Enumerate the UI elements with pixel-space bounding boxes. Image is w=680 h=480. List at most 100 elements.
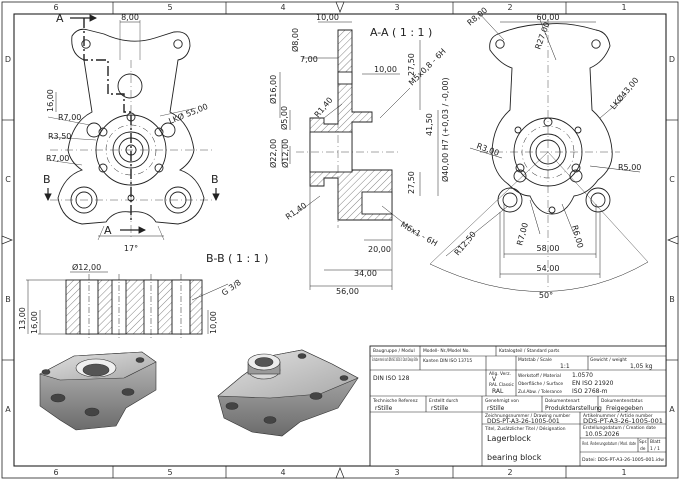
tb-article-value: DDS-PT-A3-26-1005-001	[583, 418, 663, 425]
tb-lang-value: de	[640, 446, 646, 452]
zone-row-B-left: B	[5, 295, 11, 304]
tb-scale-label: Matstab / Scale	[518, 357, 552, 363]
dim-aa-d22: Ø22,00	[268, 139, 278, 168]
dim-aa-bore: Ø40,00 H7 (+0,03 / -0,00)	[440, 77, 450, 182]
dim-aa-d16: Ø16,00	[268, 75, 278, 104]
zone-col-5-top: 5	[167, 3, 172, 12]
dim-rv-lk43: LKØ43,00	[608, 75, 641, 111]
tb-din-text: DIN ISO 128	[373, 375, 410, 382]
tb-title-en: bearing block	[487, 453, 542, 462]
tb-ral-label: RAL Classic	[489, 382, 514, 388]
zone-row-C-right: C	[669, 175, 675, 184]
dim-aa-ten: 10,00	[374, 65, 397, 74]
zone-col-2-bottom: 2	[507, 468, 512, 477]
tb-tol-value: ISO 2768-m	[572, 388, 608, 395]
dim-aa-thirtyfour: 34,00	[354, 269, 377, 278]
tb-date-label: Erstellungsdatum / Creation date	[583, 425, 656, 431]
dim-bb-d12: Ø12,00	[72, 262, 101, 272]
dim-rv-w54: 54,00	[537, 264, 560, 273]
tb-approved-label: Genehmigt von	[485, 398, 519, 404]
dim-rv-width60: 60,00	[537, 13, 560, 22]
dim-bb-h10: 10,00	[209, 311, 218, 334]
right-view-outline	[489, 23, 613, 215]
tb-weight-label: Gewicht / weight	[590, 357, 627, 363]
dim-rv-r6: R6,00	[570, 224, 585, 249]
tb-werkstoff-label: Werkstoff / Material	[518, 373, 561, 379]
dim-aa-d8: Ø8,00	[290, 28, 300, 52]
iso-view-2	[217, 349, 359, 437]
dim-rv-r3: R3,00	[475, 141, 500, 157]
dim-rv-r8: R8,00	[466, 6, 490, 28]
tb-protect-text: Schutzvermerk nach DIN ISO 16016 © Dachl…	[372, 356, 418, 363]
zone-col-6-top: 6	[53, 3, 58, 12]
title-block-text: Baugruppe / Modul Modell- Nr./Model No. …	[372, 348, 664, 463]
center-mark-left	[1, 235, 13, 245]
dim-aa-twenty: 20,00	[368, 245, 391, 254]
tb-created-value: rStille	[431, 405, 449, 412]
zone-col-1-top: 1	[621, 3, 626, 12]
tb-group-label: Baugruppe / Modul	[373, 348, 415, 354]
right-view	[429, 11, 649, 292]
zone-col-2-top: 2	[507, 3, 512, 12]
tb-doctype-value: Produktdarstellung	[545, 405, 602, 412]
dim-angle: 17°	[124, 244, 138, 253]
tb-surface-label: Oberfläche / Surface	[518, 381, 563, 387]
section-aa-view	[279, 21, 439, 290]
dim-aa-r1-40-bottom: R1,40	[284, 201, 308, 222]
tb-tech-value: rStille	[375, 405, 393, 412]
tb-docstatus-label: Dokumentenstatus	[601, 398, 643, 404]
dim-aa-seven: 7,00	[300, 55, 318, 64]
tb-title-de: Lagerblock	[487, 434, 531, 443]
tb-edge-label: Kanten DIN ISO 13715	[423, 358, 472, 364]
tb-lang-label: Spr.	[639, 439, 647, 445]
tb-weight-value: 1,05 kg	[630, 363, 653, 370]
tb-change-label: Änd. Änderungsdatum / Mod. date	[582, 440, 636, 447]
dim-rv-w58: 58,00	[537, 244, 560, 253]
tb-surface-value: EN ISO 21920	[572, 380, 614, 387]
zone-row-C-left: C	[5, 175, 11, 184]
tb-ral-value: RAL	[492, 388, 504, 395]
tb-created-label: Erstellt durch	[429, 398, 459, 404]
tb-article-label: Artikelnummer / Article number	[583, 413, 653, 419]
section-mark-b-right: B	[211, 173, 219, 186]
section-bb-view	[26, 271, 229, 340]
dim-aa-top: 10,00	[316, 13, 339, 22]
zone-col-3-bottom: 3	[394, 468, 399, 477]
section-aa-title: A-A ( 1 : 1 )	[370, 26, 432, 39]
dim-rv-r5: R5,00	[618, 163, 641, 172]
dim-aa-27-50-bottom: 27,50	[407, 171, 416, 194]
section-mark-b-left: B	[43, 173, 51, 186]
dim-aa-d5: Ø5,00	[279, 106, 289, 130]
dim-aa-m6: M6x1 - 6H	[399, 220, 439, 248]
tb-tol-label: Zul.Abw. / Tolerance	[518, 389, 562, 395]
dim-rv-r12-50: R12,50	[453, 230, 478, 258]
zone-col-1-bottom: 1	[621, 468, 626, 477]
front-view-outline	[57, 28, 205, 225]
dim-left-height: 16,00	[46, 89, 55, 112]
section-mark-a-bottom: A	[104, 224, 112, 237]
zone-row-B-right: B	[669, 295, 675, 304]
zone-row-D-left: D	[5, 55, 11, 64]
zone-col-4-top: 4	[280, 3, 285, 12]
dim-bb-thread: G 3/8	[220, 278, 243, 298]
zone-col-6-bottom: 6	[53, 468, 58, 477]
section-aa-hatched-body	[309, 29, 393, 221]
dim-r7-left: R7,00	[46, 154, 69, 163]
dim-top-width: 8,00	[121, 13, 139, 22]
front-view	[44, 14, 220, 241]
tb-sheet-value: 1 / 1	[650, 446, 660, 452]
zone-row-D-right: D	[669, 55, 675, 64]
section-mark-a-top: A	[56, 12, 64, 25]
zone-col-5-bottom: 5	[167, 468, 172, 477]
zone-col-3-top: 3	[394, 3, 399, 12]
tb-title-label: Titel, Zusätzlicher Titel / Désignation	[484, 425, 566, 432]
section-bb-labels: B-B ( 1 : 1 ) Ø12,00 G 3/8 13,00 16,00 1…	[18, 252, 268, 334]
tb-file-value: Datei: DDS-PT-A3-26-1005-001.idw	[582, 457, 664, 463]
tb-dev-value: V	[492, 376, 497, 383]
tb-drawing-no-value: DDS-PT-A3-26-1005-001	[487, 418, 560, 425]
dim-r7-top: R7,00	[58, 113, 81, 122]
dim-rv-r27: R27,00	[533, 21, 551, 51]
dim-aa-27-50-top: 27,50	[407, 53, 416, 76]
section-aa-labels: A-A ( 1 : 1 ) 10,00 Ø8,00 7,00 Ø16,00 Ø5…	[268, 13, 450, 296]
